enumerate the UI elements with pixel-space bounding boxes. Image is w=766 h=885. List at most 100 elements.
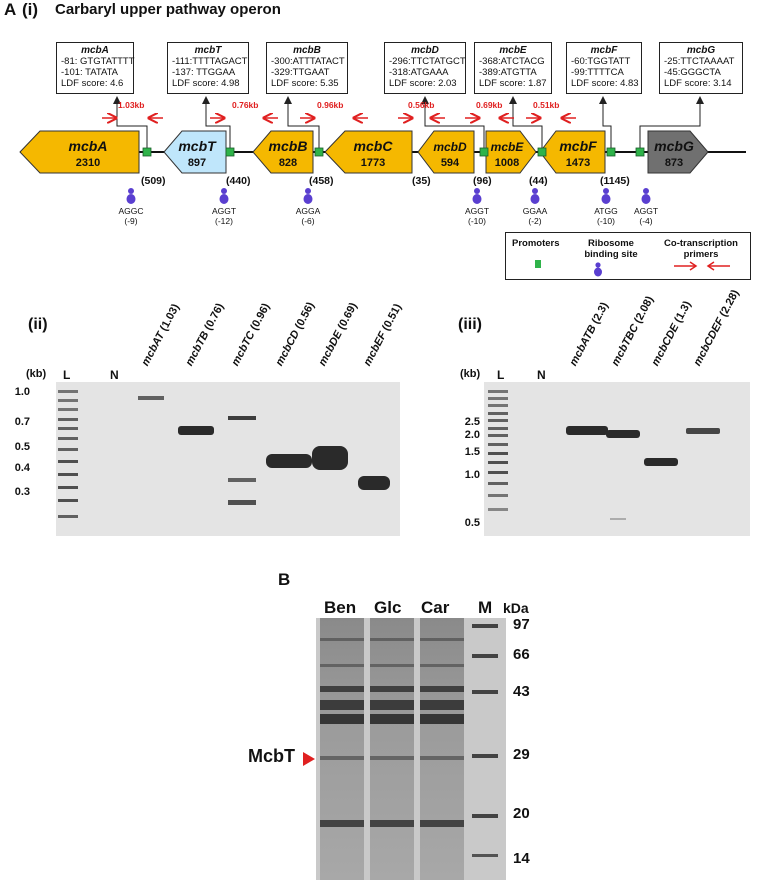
gene-mcbD [417,130,475,174]
rbs-label: AGGT (-10) [457,206,497,226]
gel-iii-image [484,382,750,536]
gel-band [686,428,720,434]
gel-iii-lane-label: mcbATB (2.3) [567,300,611,368]
cotranscript-length: 0.51kb [533,100,560,110]
gene-length-mcbC: 1773 [361,157,385,169]
sds-unit: kDa [503,600,529,616]
gene-length-mcbE: 1008 [495,157,519,169]
gel-ii-lane-label: mcbDE (0.69) [316,301,359,368]
gene-name-mcbA: mcbA [69,138,108,154]
sds-gel-bands [320,618,498,880]
rbs-label: AGGT (-12) [204,206,244,226]
marker-kda-value: 97 [513,616,530,633]
sds-marker-lane [472,624,498,857]
legend-primers-text: Co-transcription primers [656,238,746,260]
gel-iii-bands [488,390,720,520]
gene-name-mcbE: mcbE [491,140,525,154]
gene-length-mcbA: 2310 [76,157,100,169]
rbs-markers [126,188,651,204]
intergenic-length: (509) [141,175,166,187]
lane-gene: mcbEF [361,329,390,368]
lane-size: (2.3) [589,300,611,327]
promoter-marker [225,147,235,157]
promoter-box-line: LDF score: 4.6 [61,78,124,89]
sds-lane-ben [320,618,364,880]
legend-rbs-line1: Ribosome [588,238,634,249]
intergenic-length: (440) [226,175,251,187]
gel-band [610,518,626,520]
protein-arrow-icon [303,752,315,766]
protein-label-mcbt: McbT [248,746,295,766]
gel-band [228,416,256,420]
rbs-position: (-10) [468,216,486,226]
gene-name-mcbD: mcbD [433,140,467,154]
lane-gene: mcbTBC [609,322,642,368]
rbs-sequence: AGGT [211,206,237,216]
marker-kda-value: 43 [513,683,530,700]
marker-kda-value: 29 [513,746,530,763]
lane-size: (2.28) [717,287,742,319]
promoter-marker [142,147,152,157]
gene-name-mcbC: mcbC [354,138,394,154]
lane-gene: mcbAT [139,330,168,368]
gel-band [228,478,256,482]
rbs-icon [530,188,540,204]
legend-promoters: Promoters [512,238,560,249]
lane-size: (2.08) [632,294,657,326]
gel-ii-lane-label: mcbEF (0.51) [361,302,404,368]
promoter-box-mcbA: mcbA -81: GTGTATTTT -101: TATATA LDF sco… [56,42,135,94]
gel-ii-neg-label: N [110,368,119,382]
cotranscript-length: 0.96kb [317,100,344,110]
gene-length-mcbD: 594 [441,157,460,169]
promoter-box-line: LDF score: 2.03 [389,78,457,89]
rbs-sequence: GGAA [522,206,548,216]
lane-size: (1.3) [672,299,694,325]
promoter-box-gene: mcbD [411,45,439,56]
gel-ii-bands [58,390,390,518]
gel-band [644,458,678,466]
rbs-position: (-10) [597,216,615,226]
gel-ii-lane-label: mcbAT (1.03) [139,302,182,368]
lane-gene: mcbDE [316,328,345,368]
promoter-box-gene: mcbT [194,45,222,56]
rbs-position: (-6) [301,216,315,226]
legend-rbs-text: Ribosome binding site [576,238,646,260]
promoter-box-line: -300:ATTTATACT [271,56,345,67]
marker-kda-value: 20 [513,805,530,822]
legend: Promoters Ribosome binding site Co-trans… [505,232,751,280]
gel-band [178,426,214,435]
rbs-position: (-2) [528,216,542,226]
marker-kda-value: 14 [513,850,530,867]
promoter-marker [479,147,489,157]
gene-mcbC [324,130,413,174]
promoter-box-line: -45:GGGCTA [664,67,721,78]
gel-iii-lane-label: mcbTBC (2.08) [609,294,656,368]
gel-band [266,454,312,468]
lane-size: (0.96) [248,301,273,333]
gel-ii-kb: (kb) [26,368,47,380]
gene-mcbG [647,130,709,174]
legend-primer-arrows-icon [674,261,730,271]
gel-ii-ladder-value: 0.3 [14,486,30,498]
rbs-icon [641,188,651,204]
promoter-box-line: LDF score: 1.87 [479,78,547,89]
sds-lane-label: Car [421,598,450,617]
promoter-marker [635,147,645,157]
lane-gene: mcbCD [273,328,303,368]
marker-kda-value: 66 [513,646,530,663]
gene-name-mcbB: mcbB [269,138,308,154]
gel-ii-image [56,382,400,536]
rbs-label: AGGA (-6) [288,206,328,226]
gel-ii-ladder-value: 1.0 [14,386,30,398]
operon-diagram: mcbA 2310 mcbT 897 mcbB 828 mcbC 1773 mc… [19,96,746,174]
promoter-box-line: -318:ATGAAA [389,67,449,78]
promoter-box-mcbT: mcbT -111:TTTTAGACT -137: TTGGAA LDF sco… [167,42,249,94]
lane-size: (1.03) [157,302,183,334]
lane-gene: mcbCDE [649,321,682,368]
gel-ii-ladder-value: 0.4 [14,462,30,474]
promoter-box-line: -60:TGGTATT [571,56,631,67]
lane-size: (0.69) [335,300,360,332]
legend-primers-line2: primers [683,249,719,260]
legend-rbs-line2: binding site [584,249,638,260]
gel-iii-ladder-value: 1.5 [464,446,480,458]
